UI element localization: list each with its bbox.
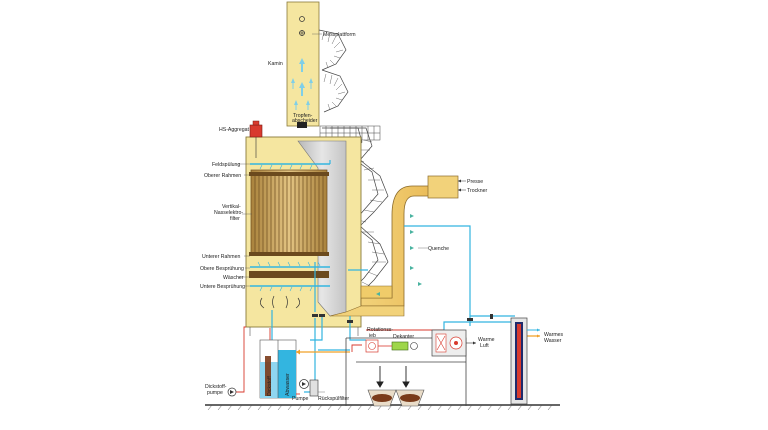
label-feldspuelung: Feldspülung	[212, 162, 240, 168]
wet-esp-filter	[250, 169, 328, 255]
upper-spray	[250, 261, 330, 268]
label-unterer-rahmen: Unterer Rahmen	[202, 254, 240, 260]
decanter-motor-icon	[410, 342, 418, 350]
scrubber-packing	[249, 271, 329, 278]
label-quenche: Quenche	[428, 246, 449, 252]
pipe-valves	[312, 314, 493, 323]
label-presse: Presse	[467, 179, 483, 185]
label-warme-luft-2: Luft	[480, 343, 489, 349]
label-hs-aggregat: HS-Aggregat	[219, 127, 250, 133]
hs-aggregat-unit	[249, 124, 263, 138]
droplet-separator	[297, 122, 307, 128]
label-waescher: Wäscher	[223, 275, 244, 281]
staircase-steps	[321, 31, 386, 287]
filter-tubes	[254, 172, 324, 252]
label-warme-luft-1: Warme	[478, 337, 495, 343]
label-tropfenabscheider-2: abscheider	[292, 118, 318, 124]
platform-railing	[319, 125, 381, 141]
label-obere-bespruehung: Obere Besprühung	[200, 266, 244, 272]
sludge-drop-arrows	[376, 366, 410, 388]
ground-hatching	[207, 404, 553, 411]
quench-arrows	[376, 214, 422, 296]
label-untere-bespruehung: Untere Besprühung	[200, 284, 245, 290]
label-dickstoffpumpe-2: pumpe	[207, 390, 223, 396]
lower-frame	[249, 252, 329, 256]
rotary-sieve	[365, 339, 379, 353]
label-oberer-rahmen: Oberer Rahmen	[204, 173, 241, 179]
label-dickstoff: Dickstoff	[267, 376, 273, 396]
tower-supports	[249, 327, 359, 336]
label-messplattform: Messplattform	[323, 32, 356, 38]
label-rotationssieb-2: ieb	[369, 333, 376, 339]
label-vertikal-2: Nasselektro-	[214, 210, 243, 216]
measurement-port-icon	[299, 16, 305, 22]
label-abwasser: Abwasser	[285, 373, 291, 396]
decanter	[391, 341, 409, 351]
backwash-filter-icon	[309, 379, 319, 397]
label-dekanter: Dekanter	[393, 334, 414, 340]
label-vertikal-1: Vertikal-	[222, 204, 241, 210]
label-trockner: Trockner	[467, 188, 488, 194]
chimney-airflow-arrows	[291, 58, 313, 110]
label-warmes-wasser-1: Warmes	[544, 332, 564, 338]
sludge-containers	[367, 389, 425, 407]
label-pumpe: Pumpe	[292, 396, 309, 402]
label-rueckspuelfilter: Rückspülfilter	[318, 396, 349, 402]
duct-inlet-section	[427, 175, 459, 199]
lower-spray	[250, 285, 330, 292]
tower-leader-lines	[238, 163, 252, 287]
label-tropfenabscheider: Tropfen-	[293, 113, 313, 119]
label-kamin: Kamin	[268, 61, 283, 67]
label-warmes-wasser-2: Wasser	[544, 338, 562, 344]
upper-frame	[249, 172, 329, 176]
orange-arrow	[296, 349, 300, 355]
label-rotationssieb-1: Rotationss-	[367, 327, 394, 333]
label-dickstoffpumpe-1: Dickstoff-	[205, 384, 227, 390]
label-vertikal-3: filter	[230, 216, 240, 222]
sump-airflow-arrows	[260, 295, 300, 309]
circulation-tanks	[259, 339, 297, 399]
field-flush-spray	[250, 163, 330, 170]
